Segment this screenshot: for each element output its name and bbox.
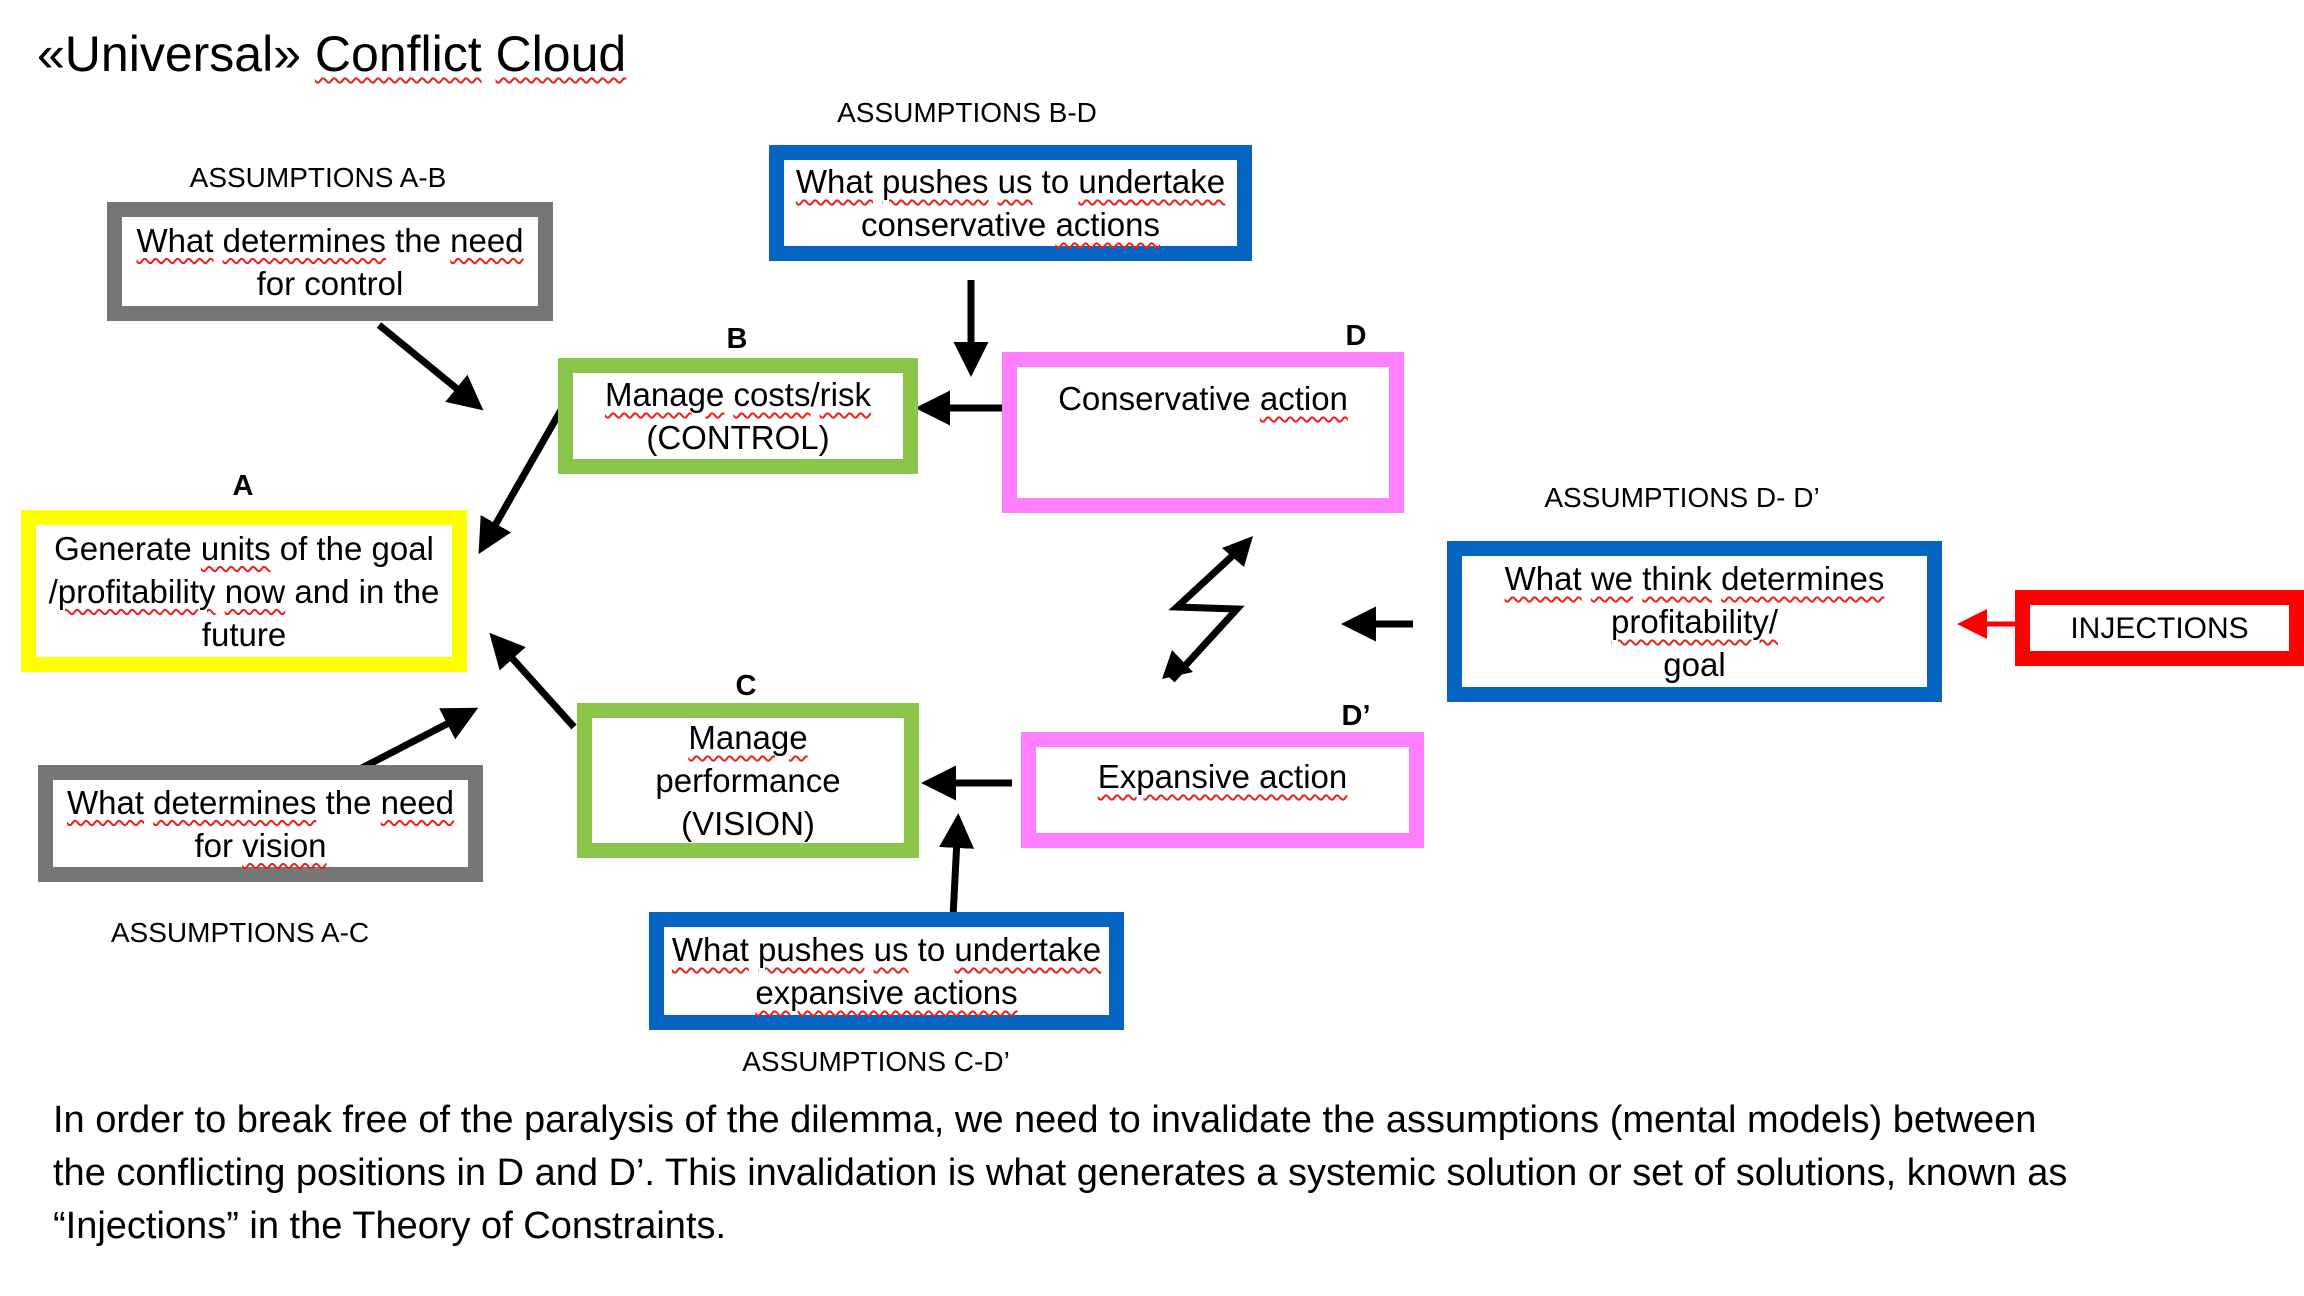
box-need-b-line-1: Manage costs/risk bbox=[605, 376, 871, 413]
box-assumption-dd[interactable]: What we think determines profitability/ … bbox=[1447, 541, 1942, 702]
node-letter-d-prime: D’ bbox=[1341, 700, 1371, 732]
arrow-assumption-cd bbox=[939, 813, 975, 918]
box-need-c-line-2: performance bbox=[655, 762, 841, 799]
footer-paragraph-line-2: the conflicting positions in D and D’. T… bbox=[53, 1152, 2068, 1194]
box-injections-label: INJECTIONS bbox=[2070, 611, 2249, 645]
footer-paragraph-line-3: “Injections” in the Theory of Constraint… bbox=[53, 1205, 727, 1247]
box-need-c-line-1: Manage bbox=[688, 719, 808, 756]
arrow-assumption-ab bbox=[376, 322, 484, 411]
footer-paragraph: In order to break free of the paralysis … bbox=[53, 1094, 2273, 1253]
title-word-cloud: Cloud bbox=[495, 26, 627, 82]
box-assumption-dd-line-2: profitability/ bbox=[1611, 603, 1778, 640]
box-want-d-line-1: Conservative action bbox=[1058, 380, 1348, 417]
title-space bbox=[482, 26, 496, 82]
box-need-c[interactable]: Manage performance (VISION) bbox=[577, 703, 919, 858]
box-assumption-cd[interactable]: What pushes us to undertake expansive ac… bbox=[649, 912, 1124, 1030]
lightning-bolt-icon bbox=[1162, 536, 1253, 683]
box-assumption-cd-line-1: What pushes us to undertake bbox=[671, 931, 1102, 968]
label-assumptions-dd: ASSUMPTIONS D- D’ bbox=[1544, 482, 1820, 513]
box-assumption-ac[interactable]: What determines the need for vision bbox=[38, 765, 483, 882]
title-word-conflict: Conflict bbox=[314, 26, 482, 82]
box-assumption-ab-line-1: What determines the need bbox=[136, 221, 524, 259]
box-assumption-ab-line-2: for control bbox=[256, 264, 404, 302]
box-want-d[interactable]: Conservative action bbox=[1002, 352, 1404, 513]
arrow-assumption-ac bbox=[352, 707, 479, 776]
box-assumption-dd-line-3: goal bbox=[1663, 646, 1726, 683]
box-want-d-prime[interactable]: Expansive action bbox=[1021, 732, 1424, 848]
arrow-c-to-a bbox=[489, 632, 577, 730]
box-goal-a[interactable]: Generate units of the goal /profitabilit… bbox=[21, 510, 467, 672]
node-letter-d: D bbox=[1345, 320, 1367, 352]
node-letter-b: B bbox=[726, 323, 748, 355]
box-assumption-ac-line-2: for vision bbox=[194, 826, 327, 864]
title-prefix: «Universal» bbox=[37, 26, 315, 82]
lightning-arrowhead-top bbox=[1222, 536, 1253, 567]
box-need-b[interactable]: Manage costs/risk (CONTROL) bbox=[558, 358, 918, 474]
label-assumptions-ab: ASSUMPTIONS A-B bbox=[189, 162, 447, 193]
box-need-c-line-3: (VISION) bbox=[681, 805, 815, 842]
footer-paragraph-line-1: In order to break free of the paralysis … bbox=[53, 1099, 2037, 1141]
box-injections[interactable]: INJECTIONS bbox=[2015, 590, 2304, 666]
box-need-b-line-2: (CONTROL) bbox=[646, 419, 830, 456]
node-letter-a: A bbox=[232, 470, 254, 502]
box-goal-a-line-2: /profitability now and in the bbox=[48, 572, 440, 610]
box-assumption-dd-line-1: What we think determines bbox=[1504, 560, 1885, 597]
box-assumption-bd-line-1: What pushes us to undertake bbox=[795, 163, 1226, 200]
node-letter-c: C bbox=[735, 670, 757, 702]
box-assumption-bd-line-2: conservative actions bbox=[861, 206, 1160, 243]
box-assumption-ac-line-1: What determines the need bbox=[66, 783, 455, 821]
box-want-d-prime-line-1: Expansive action bbox=[1097, 758, 1348, 795]
slide-title: «Universal» Conflict Cloud bbox=[37, 22, 626, 86]
box-goal-a-line-3: future bbox=[201, 615, 287, 653]
label-assumptions-cd: ASSUMPTIONS C-D’ bbox=[742, 1046, 1010, 1077]
lightning-arrowhead-bottom bbox=[1162, 650, 1193, 679]
box-assumption-bd[interactable]: What pushes us to undertake conservative… bbox=[769, 145, 1252, 261]
box-goal-a-line-1: Generate units of the goal bbox=[54, 529, 434, 567]
box-assumption-cd-line-2: expansive actions bbox=[755, 974, 1018, 1011]
box-assumption-ab[interactable]: What determines the need for control bbox=[107, 202, 553, 321]
label-assumptions-bd: ASSUMPTIONS B-D bbox=[837, 97, 1097, 128]
arrow-b-to-a bbox=[478, 408, 565, 555]
label-assumptions-ac: ASSUMPTIONS A-C bbox=[110, 917, 370, 948]
